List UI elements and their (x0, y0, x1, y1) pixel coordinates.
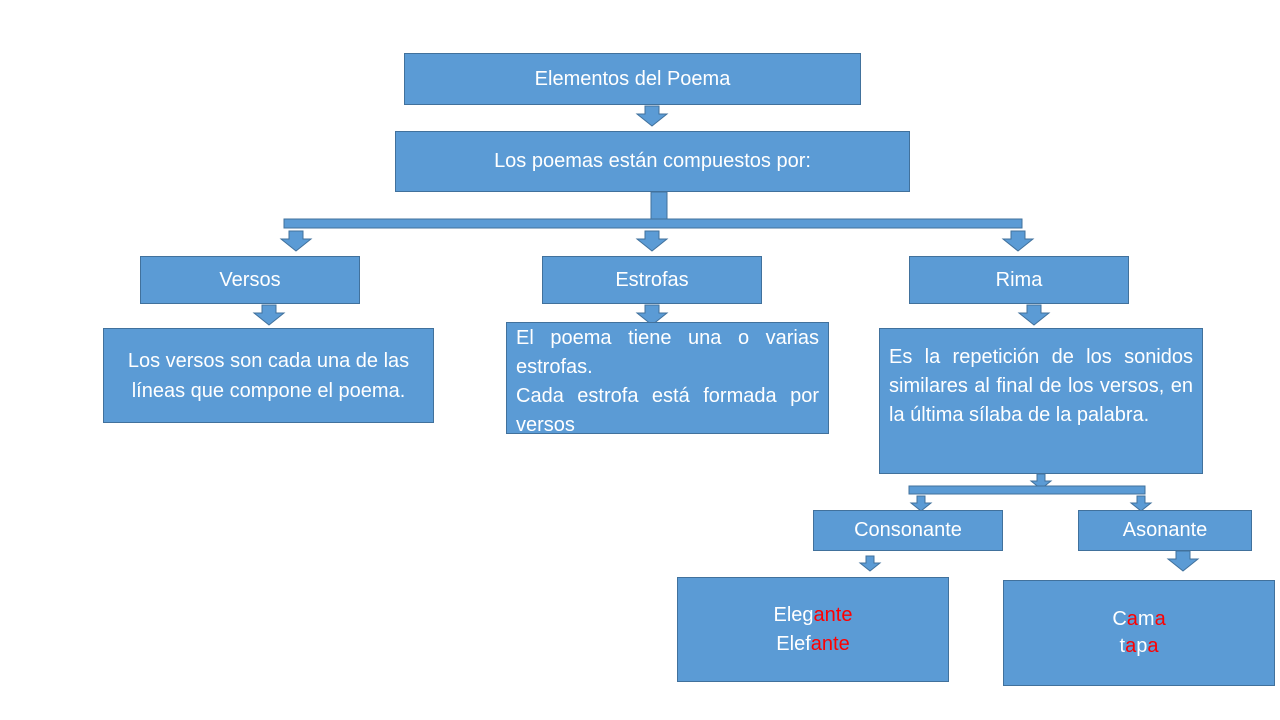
estrofas-description-line-2: Cada estrofa está formada por versos (516, 385, 819, 436)
subtitle-stem (650, 191, 668, 221)
asonante-example-1: Cama (1112, 606, 1165, 633)
consonante-box: Consonante (813, 510, 1003, 551)
title-box: Elementos del Poema (404, 53, 861, 105)
arrow-versos-desc (253, 304, 285, 326)
estrofas-box: Estrofas (542, 256, 762, 304)
asonante-box: Asonante (1078, 510, 1252, 551)
branch-bar (283, 218, 1023, 229)
estrofas-description-box: El poema tiene una o varias estrofas. Ca… (506, 322, 829, 436)
asonante-examples-box: Cama tapa (1003, 580, 1275, 686)
example-1-plain: Eleg (773, 603, 814, 626)
consonante-example-1: Elegante (774, 601, 853, 630)
arrow-asonante-examples (1167, 550, 1199, 572)
rima-description: Es la repetición de los sonidos similare… (889, 346, 1193, 426)
consonante-label: Consonante (854, 519, 962, 541)
arrow-to-versos (280, 230, 312, 252)
versos-description: Los versos son cada una de las líneas qu… (127, 349, 410, 402)
example-1-rhyme: ante (813, 603, 853, 626)
estrofas-description-line-1: El poema tiene una o varias estrofas. (516, 327, 819, 378)
asonante-label: Asonante (1122, 519, 1208, 541)
arrow-consonante-examples (859, 555, 881, 572)
example-2-rhyme: ante (810, 632, 850, 655)
rima-description-box: Es la repetición de los sonidos similare… (879, 328, 1203, 474)
rima-label: Rima (995, 268, 1043, 291)
rima-box: Rima (909, 256, 1129, 304)
title-text: Elementos del Poema (534, 67, 731, 90)
letter: C (1112, 608, 1127, 630)
rima-branch-bar (908, 485, 1146, 495)
vowel: a (1147, 635, 1159, 657)
vowel: a (1125, 635, 1137, 657)
letter: m (1137, 608, 1155, 630)
arrow-to-estrofas (636, 230, 668, 252)
estrofas-label: Estrofas (615, 268, 689, 291)
arrow-to-asonante (1130, 495, 1152, 512)
letter: t (1119, 635, 1126, 657)
arrow-to-rima (1002, 230, 1034, 252)
arrow-to-consonante (910, 495, 932, 512)
versos-description-box: Los versos son cada una de las líneas qu… (103, 328, 434, 423)
arrow-rima-desc (1018, 304, 1050, 326)
consonante-example-2: Elefante (776, 630, 849, 659)
subtitle-text: Los poemas están compuestos por: (494, 150, 811, 172)
consonante-examples-box: Elegante Elefante (677, 577, 949, 682)
letter: p (1136, 635, 1148, 657)
asonante-example-2: tapa (1120, 633, 1159, 660)
subtitle-box: Los poemas están compuestos por: (395, 131, 910, 192)
example-2-plain: Elef (776, 632, 811, 655)
arrow-title-to-subtitle (636, 105, 668, 127)
versos-label: Versos (219, 268, 281, 291)
vowel: a (1126, 608, 1138, 630)
versos-box: Versos (140, 256, 360, 304)
vowel: a (1154, 608, 1166, 630)
